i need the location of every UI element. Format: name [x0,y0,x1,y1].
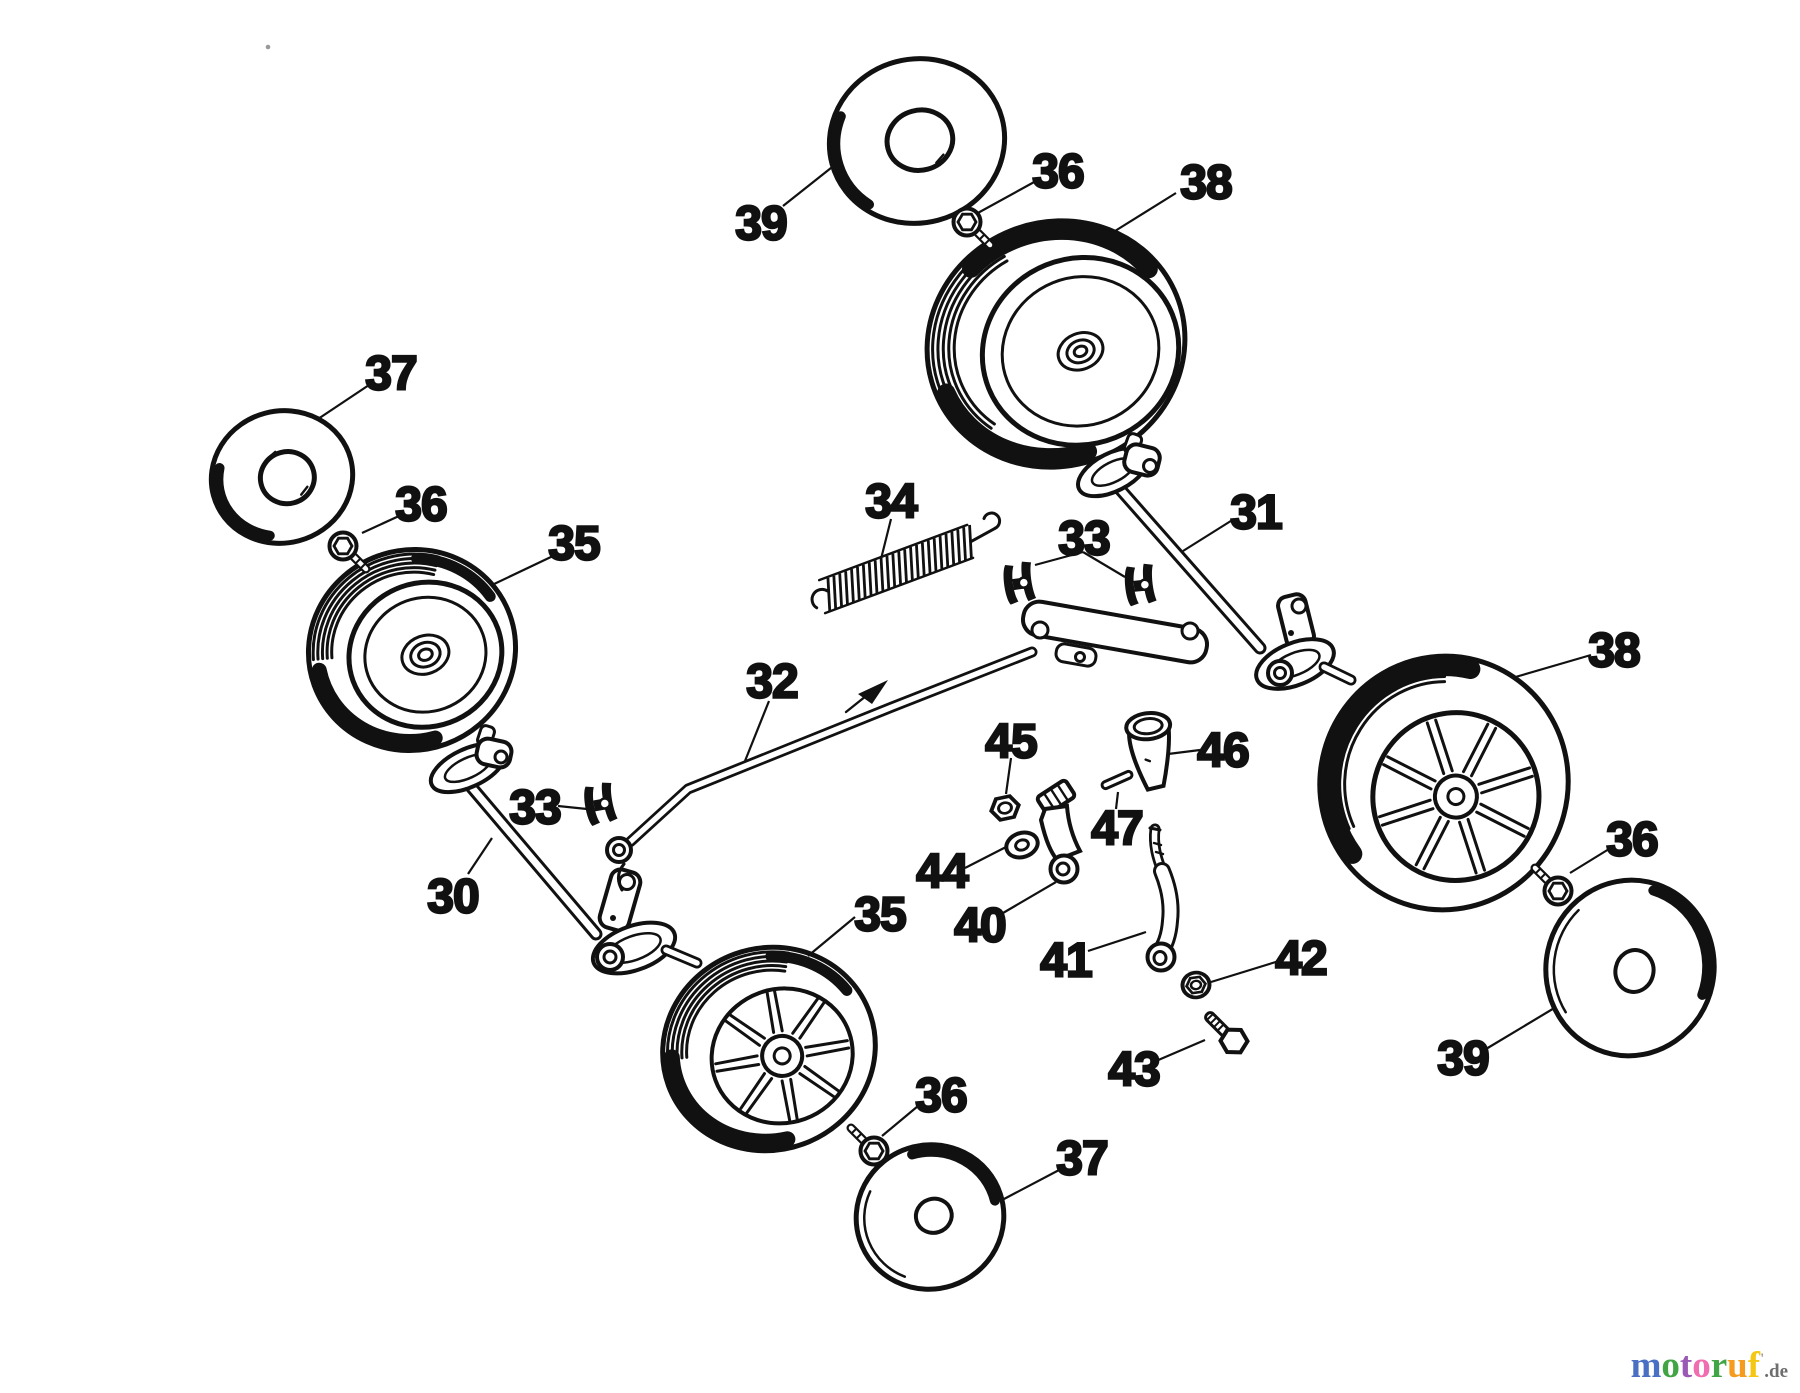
leader-callout-36-right [1569,848,1610,874]
bolt-36-bottom [851,1128,888,1165]
leader-callout-38-top [1114,192,1177,232]
leader-callout-37-left [317,384,370,420]
callout-47: 47 [1091,802,1142,855]
logo-letter-4: r [1710,1345,1728,1386]
leader-callout-36-top [975,180,1037,215]
callout-35-bottom: 35 [854,888,906,941]
leader-callout-34 [879,518,893,560]
callout-33-left: 33 [509,781,560,834]
bracket-40 [1035,778,1083,885]
hub-rings [400,633,451,676]
leader-callout-47 [1114,791,1120,810]
callout-40: 40 [954,899,1005,952]
leader-callout-37-bottom [1003,1168,1062,1200]
leader-callout-39-right [1485,1006,1557,1050]
clip-33-a [1000,559,1038,607]
leader-callout-32 [743,700,771,762]
callout-30: 30 [427,870,478,923]
leader-callout-38-right [1511,653,1592,680]
clip-33-c [580,779,620,828]
nut-42 [1180,970,1212,1000]
callout-36-right: 36 [1606,813,1657,866]
hubcap-39-top [826,56,1008,226]
logo-mark: ' [1760,1351,1765,1367]
callout-41: 41 [1040,934,1092,987]
bolt-43 [1204,1011,1250,1055]
leader-callout-30 [467,837,493,875]
spokes [1377,718,1534,875]
axle-arm-31 [1076,432,1357,691]
logo-letter-0: m [1630,1345,1662,1386]
callout-46: 46 [1197,724,1248,777]
leader-callout-33-pair [1034,550,1084,567]
nut-45 [989,794,1021,822]
print-speck [265,44,271,50]
washer-44 [1004,830,1040,860]
hubcap-37-left [208,408,356,546]
callout-34: 34 [865,475,918,528]
logo-letter-3: o [1692,1345,1711,1386]
callout-37-bottom: 37 [1056,1132,1107,1185]
leader-callout-39-top [782,163,837,207]
wheel-35-bottom [660,944,878,1154]
leader-callout-35-left [491,555,554,586]
callout-35-left: 35 [548,517,600,570]
callout-31: 31 [1230,486,1282,539]
callout-36-left: 36 [395,478,446,531]
bolt-36-left [330,533,367,570]
callout-44: 44 [916,845,969,898]
bolt-36-right [1535,868,1572,905]
bolt-36-top [954,209,991,246]
leader-callout-35-bottom [807,916,856,957]
callout-39-top: 39 [735,197,786,250]
hubcap-39-right [1543,877,1717,1059]
wheel-38-top [924,218,1188,470]
spokes [714,987,851,1124]
leader-callout-36-bottom [881,1105,919,1137]
pin-47 [1100,769,1134,791]
leader-callout-46 [1167,748,1201,756]
callout-39-right: 39 [1437,1032,1488,1085]
hubcap-37-bottom [853,1142,1007,1292]
callout-32: 32 [746,655,797,708]
direction-arrow [858,680,888,704]
wheel-38-right [1317,653,1571,913]
logo-letter-1: o [1661,1345,1680,1386]
logo-tld: .de [1764,1361,1788,1382]
leader-callout-36-left [361,515,400,534]
wheel-35-left [305,547,519,753]
callout-38-right: 38 [1588,624,1640,677]
knob-46 [1124,711,1173,792]
logo-letter-6: f [1747,1345,1761,1386]
axle-arm-30 [428,724,703,976]
leader-callout-31 [1182,518,1235,552]
callout-45: 45 [985,715,1037,768]
leader-callout-33-pair-1 [1082,551,1126,578]
logo-letter-5: u [1727,1345,1748,1386]
clip-33-b [1121,561,1159,608]
callout-37-left: 37 [365,347,416,400]
lever-41 [1145,823,1180,973]
callout-38-top: 38 [1180,156,1232,209]
leader-callout-42 [1210,959,1280,984]
control-rod-32 [605,599,1210,892]
callout-33-pair: 33 [1058,512,1109,565]
callout-42: 42 [1275,932,1326,985]
leader-callout-41 [1087,930,1147,953]
leader-callout-45 [1004,757,1013,795]
hub-rings [1056,331,1105,372]
logo-letter-2: t [1679,1345,1693,1386]
callout-43: 43 [1108,1043,1159,1096]
logo: motoruf'.de [1631,1347,1788,1384]
leader-callout-44 [964,846,1007,869]
leader-callout-40 [1002,881,1057,914]
callout-36-bottom: 36 [915,1069,966,1122]
tension-spring-34 [810,511,1002,615]
leader-callout-43 [1155,1038,1206,1063]
callout-36-top: 36 [1032,145,1083,198]
leader-callout-33-left [557,804,588,811]
